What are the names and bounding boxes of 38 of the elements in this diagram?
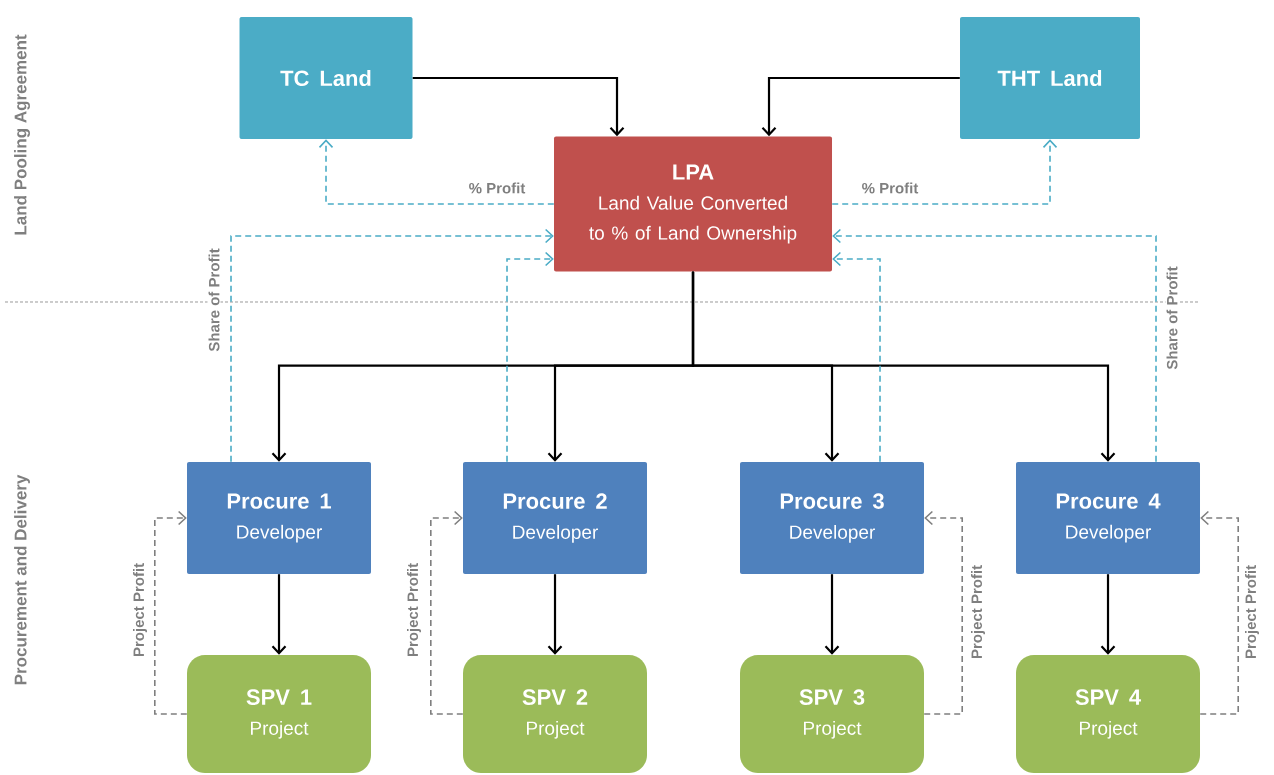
arrow [691,271,1116,462]
arrow [547,574,563,655]
arrow [318,139,555,205]
process-box: TC Land [239,17,413,139]
arrow [824,574,840,655]
process-box: THT Land [960,17,1140,139]
process-box: Procure 3 Developer [740,462,924,574]
arrow [506,251,554,463]
arrow [1100,574,1116,655]
process-box: Procure 2 Developer [463,462,647,574]
section-label: Land Pooling Agreement [14,34,30,235]
arrow [923,510,963,715]
arrow [831,139,1058,205]
arrow [1199,510,1239,715]
process-box: Procure 4 Developer [1016,462,1200,574]
process-box: SPV 2 Project [463,655,647,773]
arrow [832,228,1157,463]
arrow [832,251,881,463]
edge-label: Project Profit [406,561,422,659]
process-box: SPV 4 Project [1016,655,1200,773]
process-box: LPA Land Value Converted to % of Land Ownership [554,136,832,272]
section-label: Procurement and Delivery [14,474,30,685]
edge-label: Project Profit [1244,563,1260,661]
edge-label: Project Profit [132,561,148,659]
arrow [154,510,188,715]
edge-label: % Profit [467,181,527,195]
arrow [271,574,287,655]
process-box: SPV 1 Project [187,655,371,773]
arrow [430,510,464,715]
edge-label: Share of Profit [207,247,221,353]
edge-label: % Profit [860,181,920,195]
arrow [761,76,960,137]
process-box: Procure 1 Developer [187,462,371,574]
arrow [230,228,554,463]
arrow [412,76,625,137]
edge-label: Share of Profit [1165,265,1179,371]
process-box: SPV 3 Project [740,655,924,773]
edge-label: Project Profit [970,563,986,661]
